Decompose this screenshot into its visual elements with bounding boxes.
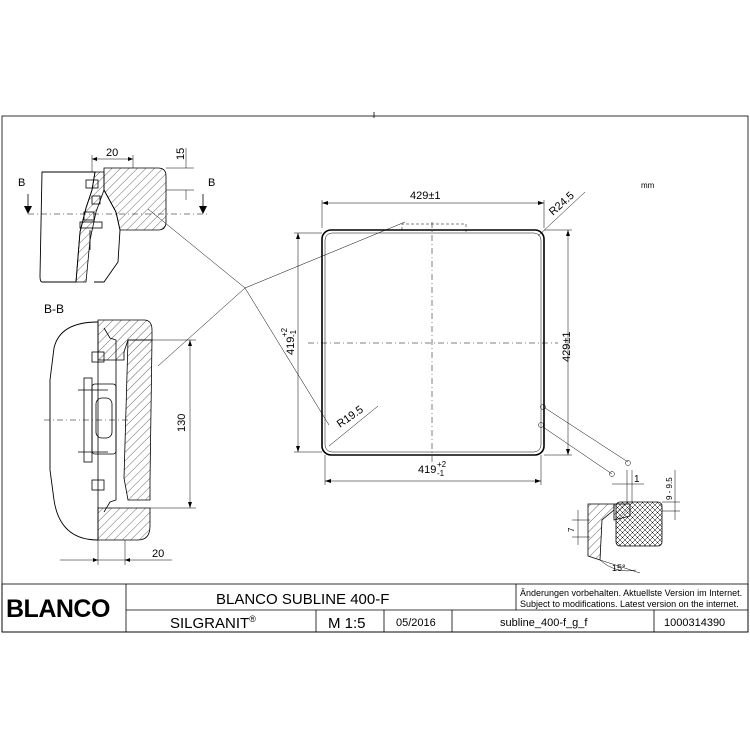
dim-height-left-tol-minus: -1 — [289, 329, 298, 337]
note-en: Subject to modifications. Latest version… — [520, 599, 739, 609]
article-number: 1000314390 — [664, 617, 725, 629]
product-name: BLANCO SUBLINE 400-F — [216, 591, 389, 608]
section-marker-left: B — [18, 177, 25, 189]
dim-width-bottom-tol-plus: +2 — [437, 460, 447, 469]
dim-top-height: 15 — [175, 148, 187, 160]
dim-edge-offset: 7 — [567, 527, 576, 532]
sink-outline-outer — [321, 229, 545, 456]
dim-bb-width: 20 — [152, 548, 164, 560]
material-name: SILGRANIT® — [170, 614, 256, 632]
section-bb-title: B-B — [44, 302, 64, 316]
dim-width-top: 429±1 — [410, 190, 441, 202]
dim-height-left: 419 — [285, 337, 297, 355]
plan-view: 429±1 R24.5 419 +2 -1 429±1 R19.5 419 +2… — [280, 190, 586, 485]
title-block: BLANCO BLANCO SUBLINE 400-F Änderungen v… — [1, 583, 749, 633]
detail-top: B B 20 15 — [18, 147, 215, 283]
scale: M 1:5 — [328, 615, 366, 632]
sink-outline-inner — [324, 232, 542, 453]
dim-height-left-tol-plus: +2 — [280, 327, 289, 337]
dim-width-bottom-tol-minus: -1 — [437, 469, 445, 478]
dim-radius-inner: R19.5 — [335, 404, 366, 431]
note-de: Änderungen vorbehalten. Aktuellste Versi… — [520, 588, 742, 598]
dim-height-right: 429±1 — [561, 331, 573, 362]
dim-edge-angle: 15° — [612, 563, 626, 573]
material-registered-mark: ® — [249, 614, 256, 624]
brand-logo: BLANCO — [6, 595, 110, 623]
dim-top-width: 20 — [106, 147, 118, 159]
dim-width-bottom: 419 — [418, 464, 436, 476]
detail-edge: 1 9 - 9.5 7 15° — [567, 470, 680, 574]
drawing-file: subline_400-f_g_f — [500, 617, 588, 629]
section-bb: B-B 130 20 — [44, 302, 196, 565]
section-marker-right: B — [208, 177, 215, 189]
date: 05/2016 — [396, 617, 436, 629]
dim-edge-gap: 1 — [634, 474, 640, 485]
dim-bb-height: 130 — [176, 414, 188, 432]
dim-edge-depth: 9 - 9.5 — [665, 477, 674, 500]
unit-label: mm — [641, 181, 655, 190]
